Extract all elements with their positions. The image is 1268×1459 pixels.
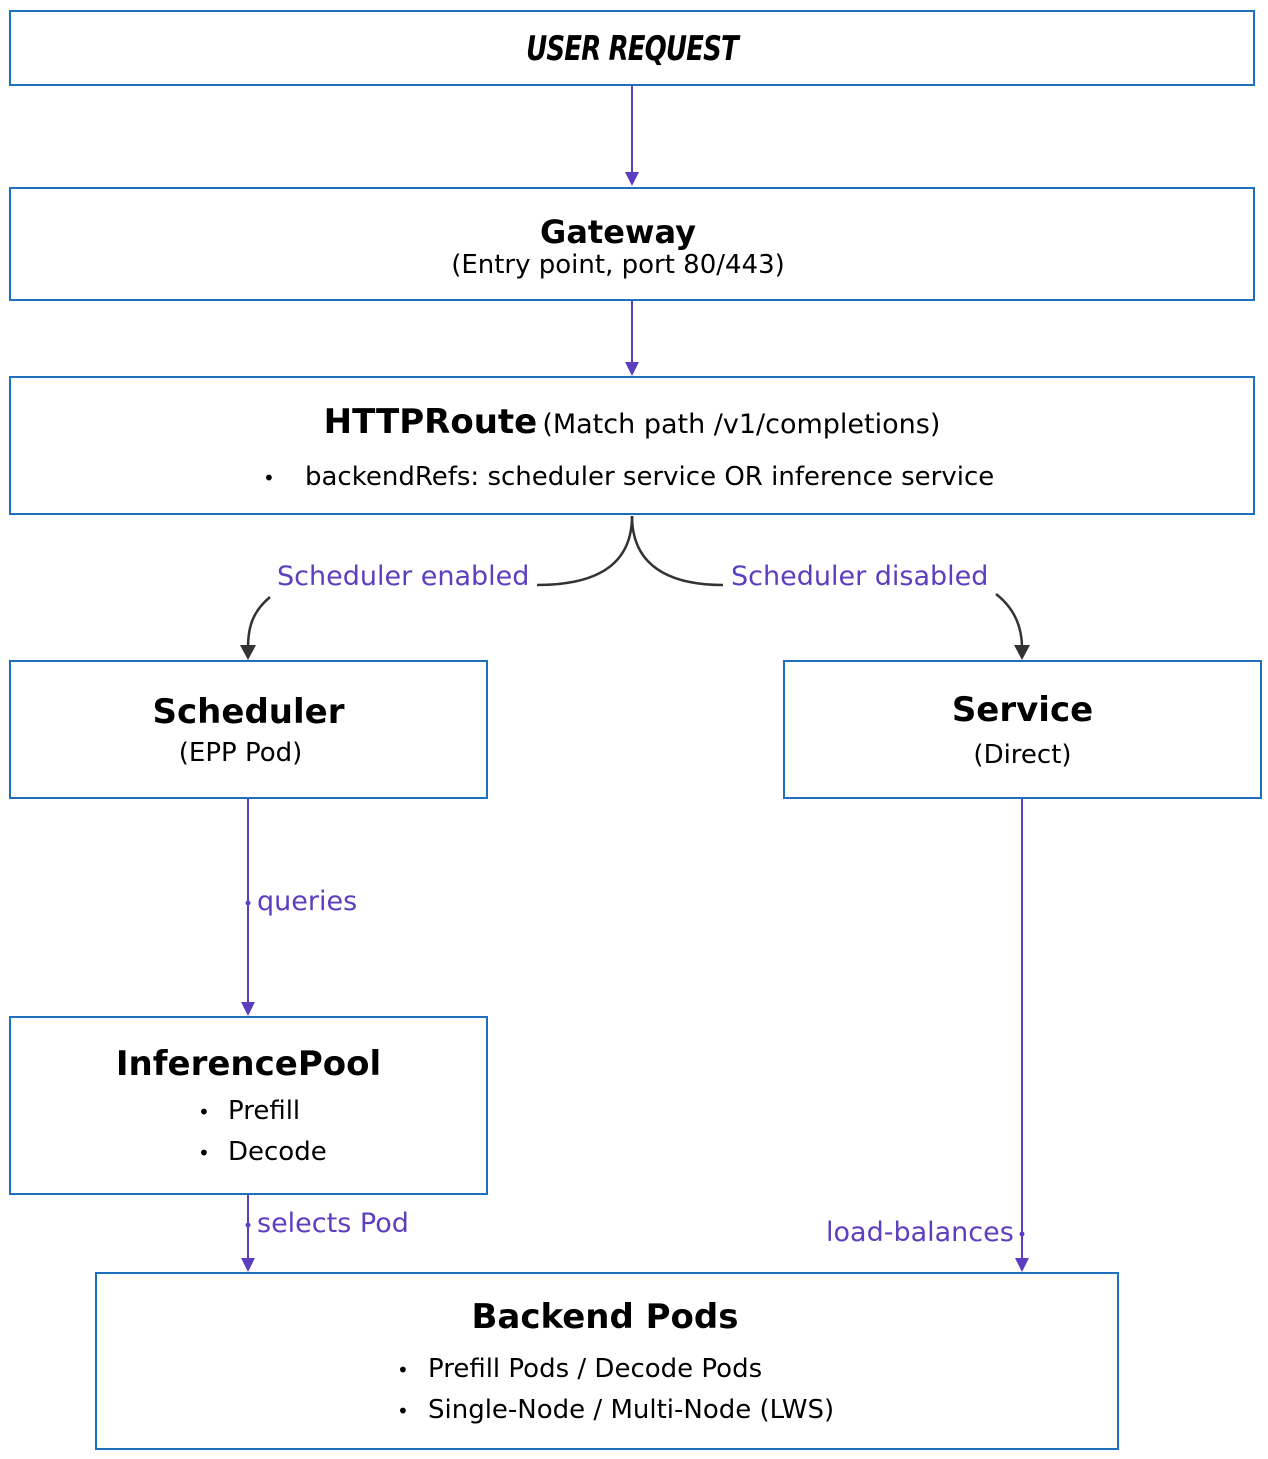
bullet-glyph: • (397, 1399, 409, 1423)
branch-curve-left (536, 515, 634, 587)
httproute-node: HTTPRoute (Match path /v1/completions) •… (9, 376, 1255, 515)
branch-curve-right-lower (995, 593, 1024, 649)
bullet-glyph: • (198, 1100, 210, 1124)
edge-label-queries: queries (257, 886, 358, 917)
backend-pods-title: Backend Pods (471, 1297, 739, 1337)
httproute-title-suffix: (Match path /v1/completions) (542, 409, 941, 440)
arrowhead (625, 172, 639, 186)
httproute-bullet-text: backendRefs: scheduler service OR infere… (305, 462, 995, 492)
inference-pool-node: InferencePool • Prefill • Decode (9, 1016, 488, 1195)
service-subtitle: (Direct) (973, 740, 1072, 770)
branch-curve-left-lower (246, 596, 271, 649)
bullet-glyph: • (198, 1141, 210, 1165)
branch-curve-right (630, 515, 724, 587)
user-request-node: USER REQUEST (9, 10, 1255, 86)
scheduler-node: Scheduler (EPP Pod) (9, 660, 488, 799)
httproute-title: HTTPRoute (323, 402, 538, 442)
inference-pool-bullet-prefill: • Prefill (198, 1096, 448, 1130)
edge-label-scheduler-enabled: Scheduler enabled (277, 561, 530, 592)
gateway-title: Gateway (540, 213, 696, 251)
backend-pods-node: Backend Pods • Prefill Pods / Decode Pod… (95, 1272, 1119, 1450)
backend-pods-bullet-text: Single-Node / Multi-Node (LWS) (428, 1395, 835, 1425)
scheduler-subtitle: (EPP Pod) (178, 738, 303, 768)
arrowhead (1014, 645, 1030, 660)
backend-pods-bullet-text: Prefill Pods / Decode Pods (428, 1354, 763, 1384)
inference-pool-title: InferencePool (115, 1044, 382, 1084)
inference-pool-bullet-text: Prefill (228, 1096, 301, 1126)
edge-label-load-balances: load-balances (826, 1217, 1014, 1248)
httproute-bullet: • backendRefs: scheduler service OR infe… (263, 462, 1163, 496)
arrowhead (241, 1002, 255, 1016)
bullet-glyph: • (263, 466, 275, 490)
inference-pool-bullet-text: Decode (228, 1137, 327, 1167)
service-title: Service (951, 690, 1094, 730)
arrowhead (241, 1258, 255, 1272)
arrowhead (240, 645, 256, 660)
backend-pods-bullet-2: • Single-Node / Multi-Node (LWS) (397, 1395, 997, 1429)
bullet-glyph: • (397, 1358, 409, 1382)
edge-label-selects-pod: selects Pod (257, 1208, 409, 1239)
edge-label-scheduler-disabled: Scheduler disabled (731, 561, 989, 592)
user-request-title: USER REQUEST (526, 29, 739, 69)
inference-pool-bullet-decode: • Decode (198, 1137, 448, 1171)
arrowhead (625, 362, 639, 376)
scheduler-title: Scheduler (152, 692, 345, 732)
gateway-node: Gateway (Entry point, port 80/443) (9, 187, 1255, 301)
service-node: Service (Direct) (783, 660, 1262, 799)
arrowhead (1015, 1258, 1029, 1272)
backend-pods-bullet-1: • Prefill Pods / Decode Pods (397, 1354, 997, 1388)
gateway-subtitle: (Entry point, port 80/443) (451, 250, 785, 280)
httproute-title-line: HTTPRoute (Match path /v1/completions) (11, 402, 1253, 442)
